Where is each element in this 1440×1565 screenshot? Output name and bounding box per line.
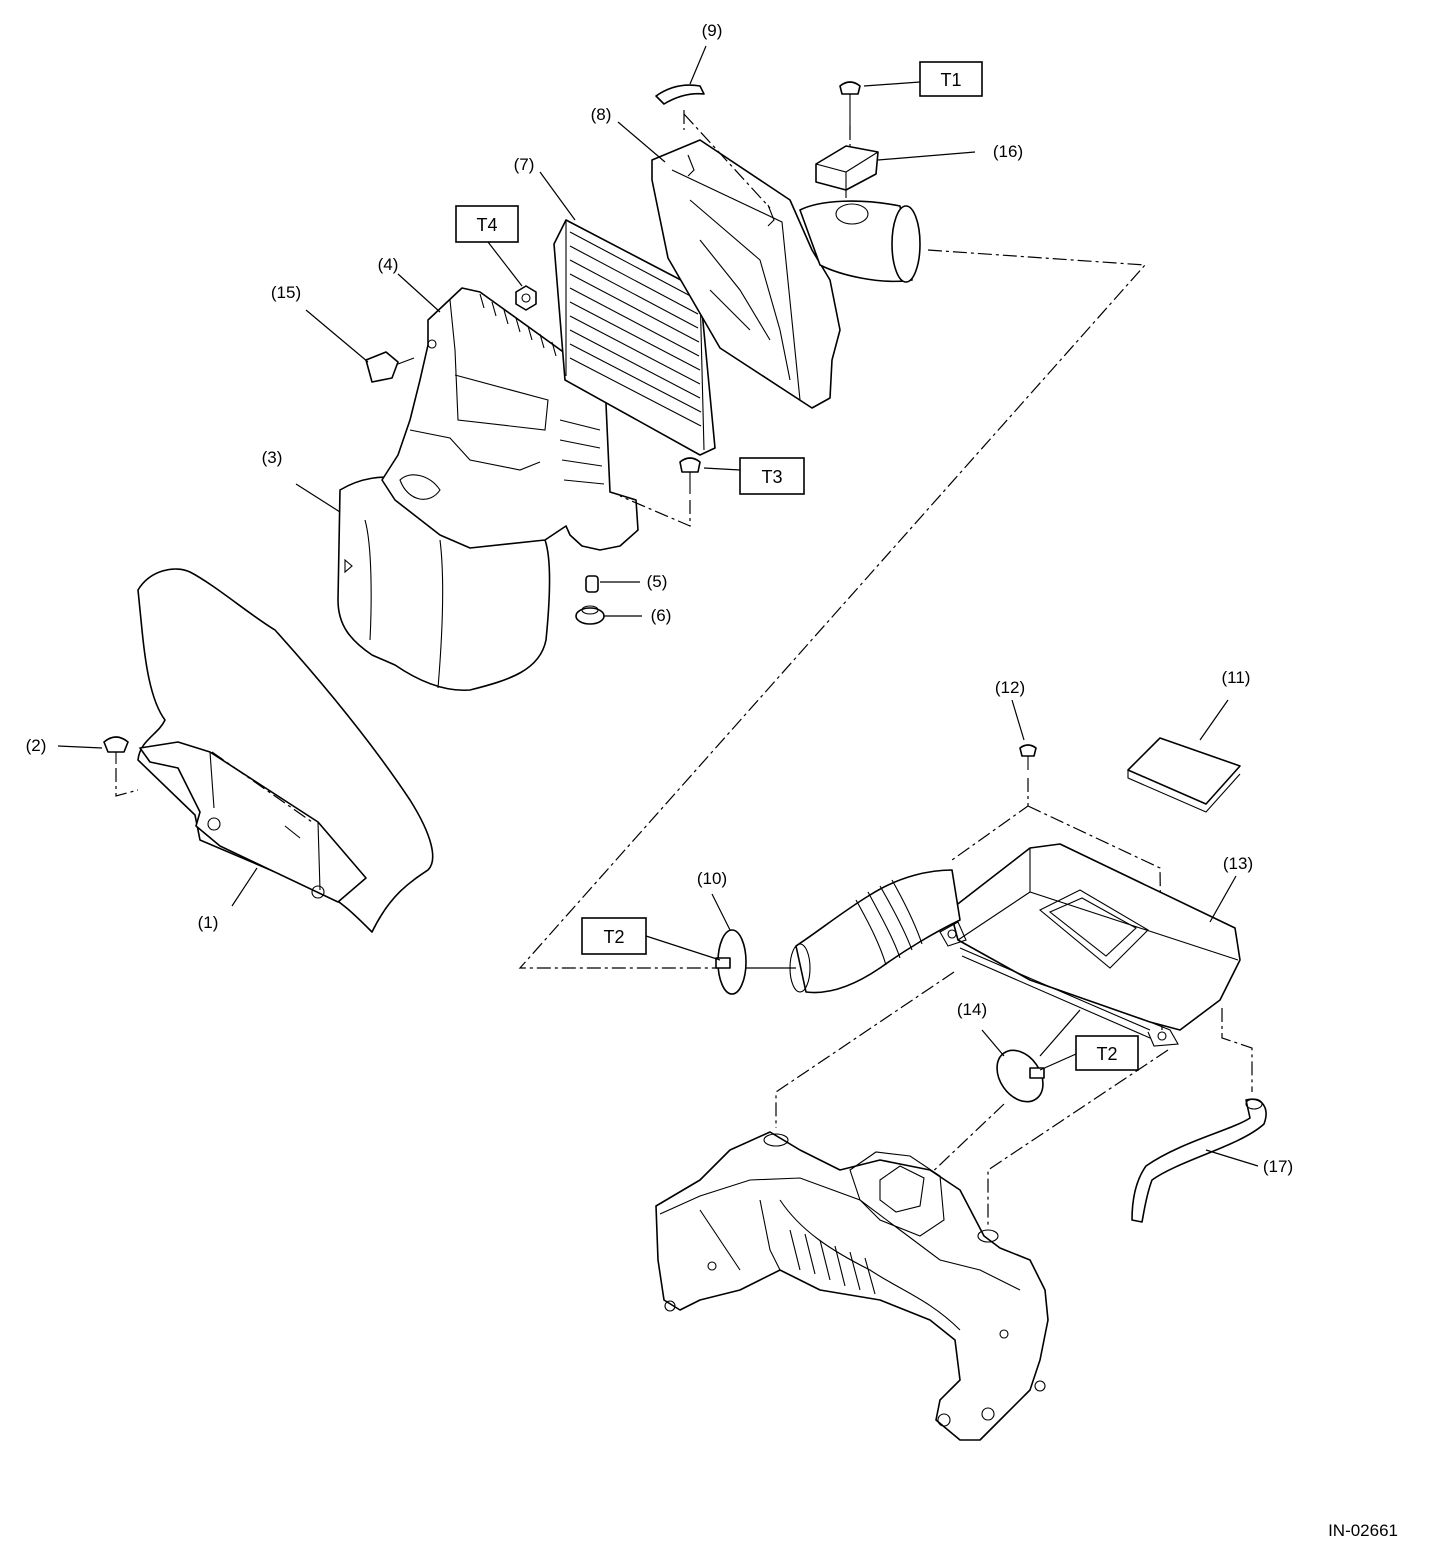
part-clip-2 [103, 736, 139, 797]
leader-14 [981, 1029, 1005, 1057]
leader-9 [689, 45, 707, 85]
leader-t2-lower [1039, 1053, 1077, 1071]
callout-16: (16) [993, 142, 1023, 161]
part-pin-5 [585, 575, 599, 593]
torque-box-t1 [919, 61, 983, 97]
part-resonator-13 [789, 843, 1241, 1047]
leader-t3 [703, 467, 741, 471]
callout-8: (8) [591, 105, 612, 124]
part-clamp-10 [715, 929, 747, 995]
callout-5: (5) [647, 572, 668, 591]
callout-4: (4) [378, 255, 399, 274]
torque-box-t4 [455, 205, 519, 243]
chain-resonator-hose [1221, 1008, 1253, 1092]
torque-box-t3 [739, 457, 805, 495]
part-duct-1 [137, 568, 434, 933]
part-pad-11 [1127, 737, 1241, 813]
callout-7: (7) [514, 155, 535, 174]
leader-clamp14-to-resonator [1039, 1009, 1081, 1057]
part-nut-t4 [515, 285, 537, 311]
part-air-cleaner-case-4 [381, 287, 639, 551]
assembly-chain-line [518, 249, 1147, 969]
leader-3 [295, 483, 341, 513]
callout-10: (10) [697, 869, 727, 888]
leader-1 [231, 867, 258, 907]
leader-11 [1199, 699, 1229, 741]
part-bolt-t3 [619, 457, 701, 527]
callout-9: (9) [702, 21, 723, 40]
leader-16 [877, 151, 976, 161]
leader-t1 [863, 81, 921, 87]
leader-12 [1011, 699, 1025, 741]
part-clip-9 [655, 84, 771, 209]
callout-15: (15) [271, 283, 301, 302]
figure-reference-id: IN-02661 [1328, 1521, 1398, 1540]
callout-1: (1) [198, 913, 219, 932]
torque-label-t3: T3 [761, 467, 782, 487]
leader-t4 [487, 241, 523, 287]
leader-t2-upper [645, 935, 721, 961]
leader-7 [539, 171, 576, 221]
callout-12: (12) [995, 678, 1025, 697]
torque-label-t1: T1 [940, 70, 961, 90]
callout-13: (13) [1223, 854, 1253, 873]
part-maf-sensor-16 [815, 145, 879, 198]
leader-4 [397, 273, 441, 313]
torque-box-t2-upper [581, 917, 647, 955]
torque-box-t2-lower [1075, 1035, 1139, 1071]
leader-13 [1209, 875, 1237, 923]
part-screw-t1 [839, 81, 861, 146]
callout-6: (6) [651, 606, 672, 625]
part-grommet-6 [575, 605, 605, 625]
leader-8 [617, 121, 666, 163]
part-filter-element-7 [553, 219, 716, 456]
part-hose-17 [1131, 1098, 1267, 1223]
callout-11: (11) [1222, 668, 1251, 687]
callout-14: (14) [957, 1000, 987, 1019]
chain-resonator-right [987, 1049, 1169, 1228]
callout-2: (2) [26, 736, 47, 755]
callout-3: (3) [262, 448, 283, 467]
leader-2 [57, 745, 103, 749]
leader-10 [711, 893, 731, 931]
chain-clamp14-throttle [925, 1103, 1005, 1179]
chain-resonator-left [775, 971, 955, 1128]
part-air-cleaner-case-8 [651, 139, 921, 409]
part-clamp-14 [996, 1049, 1045, 1103]
leader-17 [1205, 1149, 1259, 1167]
torque-label-t2-upper: T2 [603, 927, 624, 947]
leader-15 [305, 309, 369, 363]
callout-17: (17) [1263, 1157, 1293, 1176]
part-intake-manifold [655, 1131, 1049, 1441]
torque-label-t2-lower: T2 [1096, 1044, 1117, 1064]
part-clip-15 [365, 351, 415, 383]
torque-label-t4: T4 [476, 215, 497, 235]
